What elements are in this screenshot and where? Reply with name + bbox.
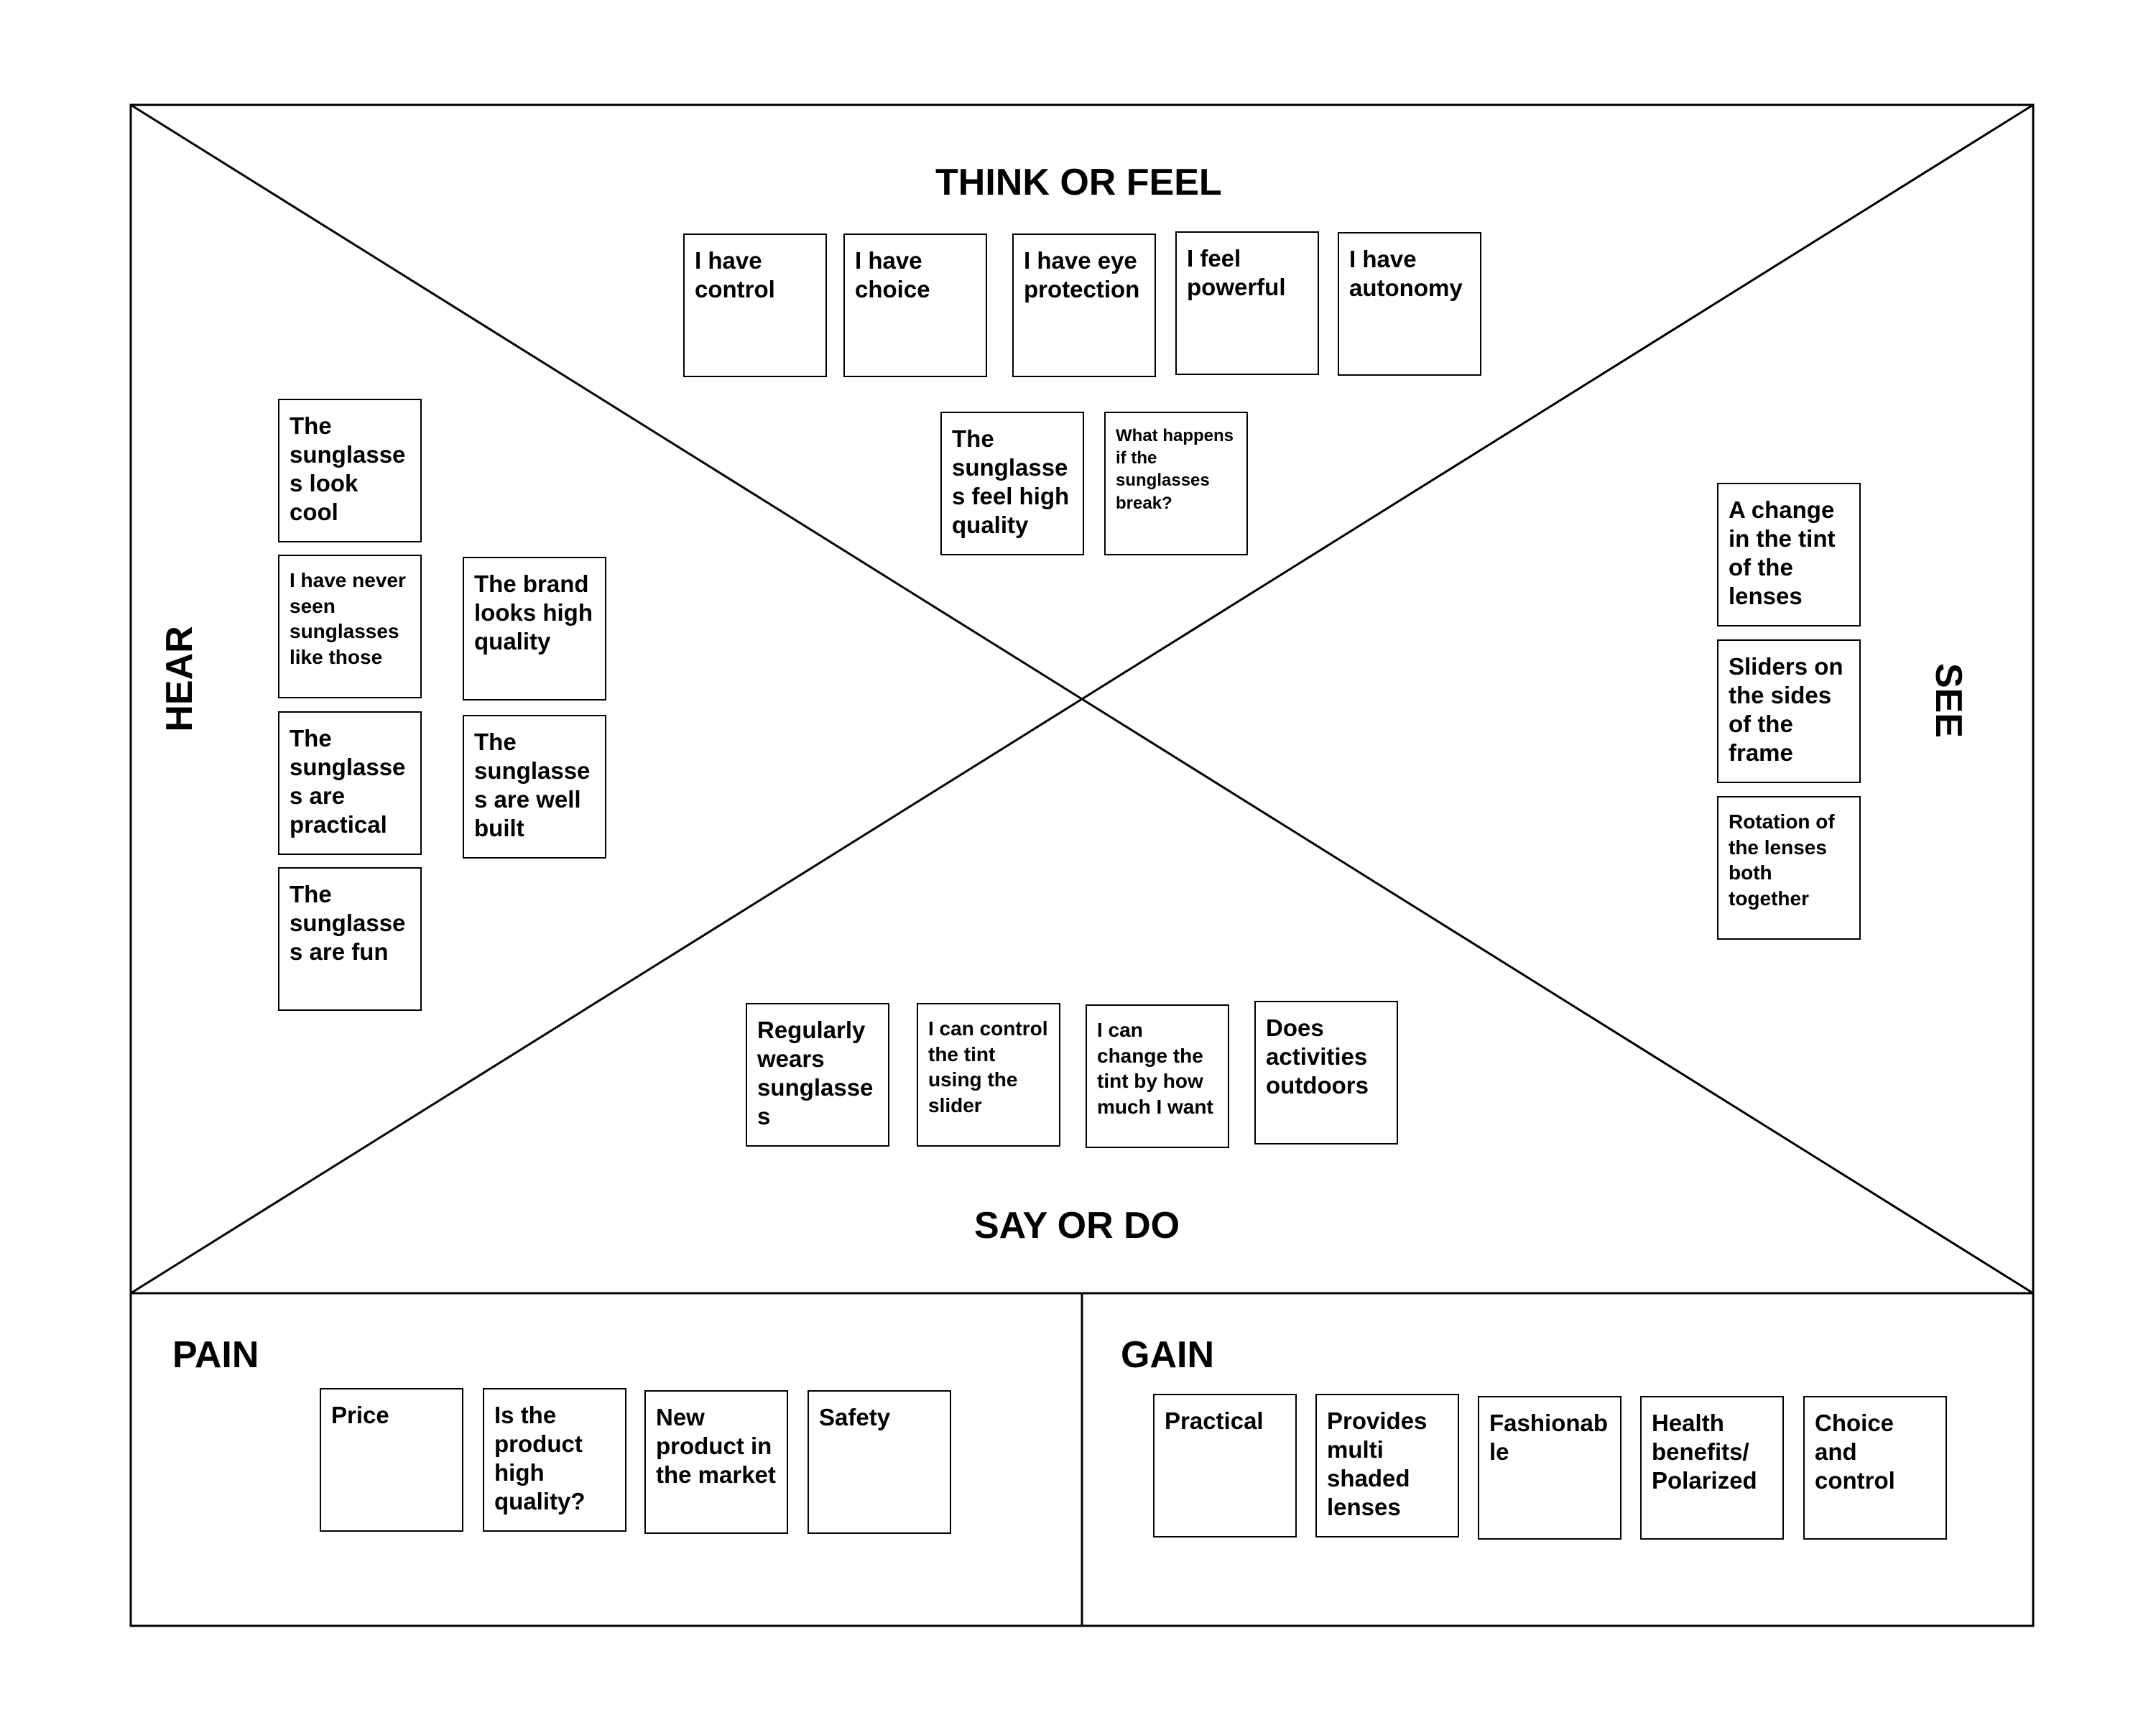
think-or-feel-heading: THINK OR FEEL	[935, 162, 1222, 203]
hear-note-never-seen: I have never seen sunglasses like those	[278, 555, 422, 698]
see-note-tint-change: A change in the tint of the lenses	[1717, 483, 1861, 626]
say-note-change-tint: I can change the tint by how much I want	[1086, 1004, 1229, 1148]
hear-heading: HEAR	[159, 626, 200, 732]
gain-note-health: Health benefits/ Polarized	[1640, 1396, 1784, 1540]
see-note-rotation: Rotation of the lenses both together	[1717, 796, 1861, 940]
say-note-wears-sunglasses: Regularly wears sunglasses	[746, 1003, 889, 1147]
see-note-sliders: Sliders on the sides of the frame	[1717, 639, 1861, 783]
diagonal-line-2	[130, 103, 2034, 1295]
gain-note-fashionable: Fashionab le	[1478, 1396, 1621, 1540]
pain-note-high-quality: Is the product high quality?	[483, 1388, 626, 1532]
think-note-control: I have control	[683, 233, 827, 377]
gain-note-practical: Practical	[1153, 1394, 1297, 1537]
gain-heading: GAIN	[1121, 1334, 1214, 1376]
pain-heading: PAIN	[172, 1334, 259, 1376]
think-note-autonomy: I have autonomy	[1338, 232, 1481, 376]
pain-note-new-product: New product in the market	[644, 1390, 788, 1534]
hear-note-well-built: The sunglasses are well built	[463, 715, 606, 859]
think-note-eye-protection: I have eye protection	[1012, 233, 1156, 377]
think-note-high-quality: The sunglasses feel high quality	[940, 412, 1084, 555]
hear-note-brand-quality: The brand looks high quality	[463, 557, 606, 700]
hear-note-look-cool: The sunglasses look cool	[278, 399, 422, 542]
gain-note-choice-control: Choice and control	[1803, 1396, 1947, 1540]
pain-note-price: Price	[320, 1388, 463, 1532]
say-note-outdoors: Does activities outdoors	[1254, 1001, 1398, 1144]
see-heading: SEE	[1928, 662, 1969, 739]
gain-note-multi-shaded: Provides multi shaded lenses	[1315, 1394, 1459, 1537]
hear-note-practical: The sunglasses are practical	[278, 711, 422, 855]
think-note-powerful: I feel powerful	[1175, 231, 1319, 375]
think-note-choice: I have choice	[843, 233, 987, 377]
think-note-break: What happens if the sunglasses break?	[1104, 412, 1248, 555]
hear-note-fun: The sunglasses are fun	[278, 867, 422, 1011]
pain-note-safety: Safety	[808, 1390, 951, 1534]
say-or-do-heading: SAY OR DO	[974, 1205, 1180, 1247]
say-note-control-tint: I can control the tint using the slider	[917, 1003, 1060, 1147]
